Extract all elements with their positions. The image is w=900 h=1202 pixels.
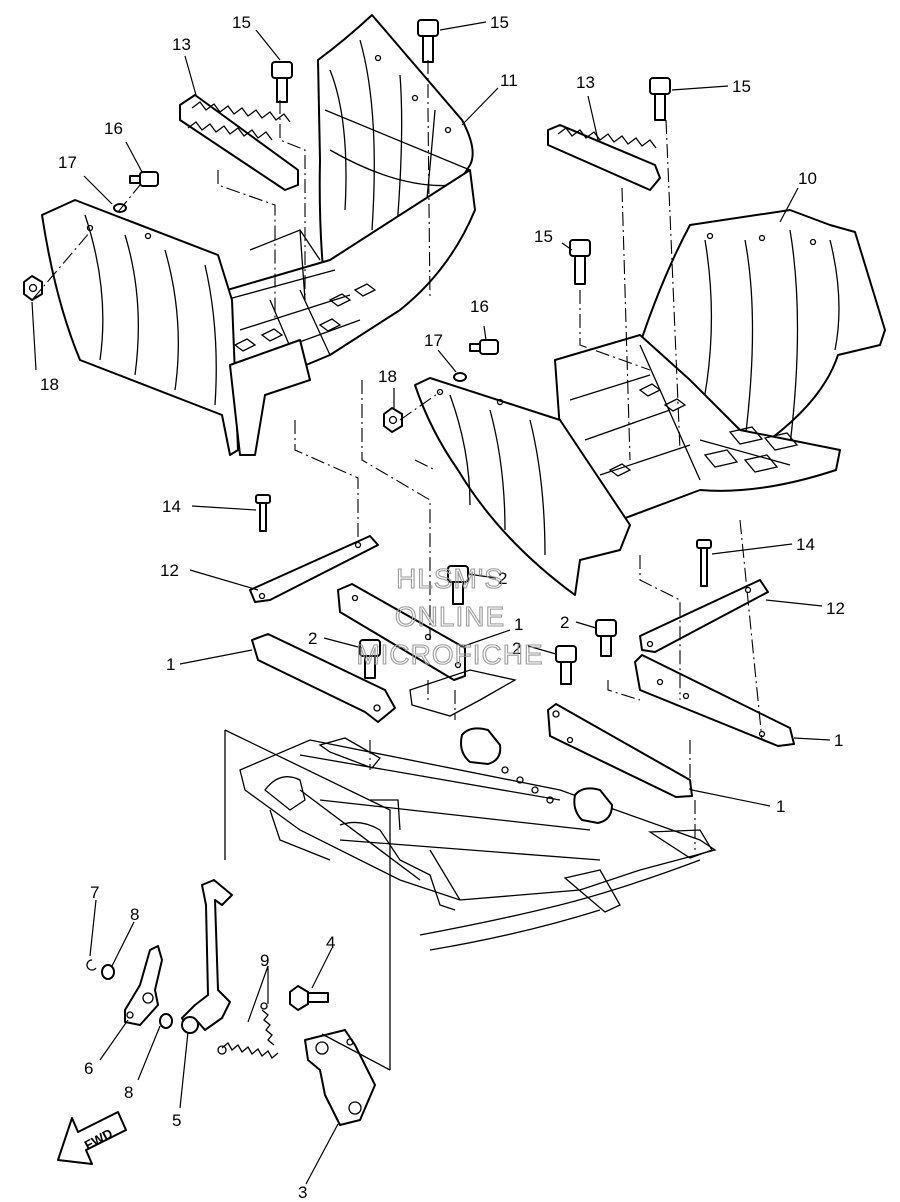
nut-18-a <box>23 275 43 301</box>
callout-16: 16 <box>470 297 489 316</box>
callout-8: 8 <box>124 1083 133 1102</box>
callout-6: 6 <box>84 1059 93 1078</box>
step-bar-left <box>179 94 299 191</box>
callout-2: 2 <box>560 613 569 632</box>
bracket-1-right-lower <box>547 703 693 798</box>
callout-2: 2 <box>498 569 507 588</box>
callout-7: 7 <box>90 883 99 902</box>
bolt-15-d <box>569 239 591 285</box>
callout-16: 16 <box>104 119 123 138</box>
callout-15: 15 <box>232 13 251 32</box>
cam-lever-3 <box>304 1029 376 1126</box>
step-bar-right <box>547 124 661 191</box>
bolt-2-c <box>555 645 577 685</box>
bolt-4 <box>289 985 329 1011</box>
bracket-6 <box>124 945 163 1026</box>
left-footrest-mudguard <box>41 14 476 456</box>
washer-17-b <box>453 372 467 382</box>
right-footrest-mudguard <box>414 209 886 596</box>
callout-2: 2 <box>308 629 317 648</box>
bolt-15-c <box>649 77 671 121</box>
rivet-14-b <box>696 539 712 587</box>
callout-1: 1 <box>776 797 785 816</box>
callout-3: 3 <box>298 1183 307 1202</box>
screw-16-b <box>469 339 499 355</box>
callout-15: 15 <box>732 77 751 96</box>
brake-pedal-5 <box>181 879 233 1034</box>
callout-12: 12 <box>826 599 845 618</box>
washer-8-b <box>159 1013 173 1029</box>
leader-lines <box>31 21 831 1185</box>
clip-7 <box>86 959 97 971</box>
callout-1: 1 <box>514 615 523 634</box>
spring-9-b <box>260 1002 275 1046</box>
bracket-1-right-upper <box>634 654 795 747</box>
watermark: HLSM'S ONLINE MICROFICHE <box>356 562 543 670</box>
callout-15: 15 <box>534 227 553 246</box>
bolt-15-a <box>271 61 293 103</box>
callout-14: 14 <box>162 497 181 516</box>
watermark-line-1: HLSM'S <box>396 563 504 594</box>
watermark-line-3: MICROFICHE <box>356 639 543 670</box>
callout-labels: 15 15 15 15 13 13 11 10 16 16 17 17 18 1… <box>40 13 845 1202</box>
bolt-2-d <box>595 619 617 657</box>
stay-12-right <box>639 579 769 653</box>
callout-17: 17 <box>58 153 77 172</box>
bolt-2-a <box>447 565 469 605</box>
callout-1: 1 <box>834 731 843 750</box>
assembly-chain-lines <box>31 60 763 850</box>
bracket-1-lower-left <box>251 633 396 723</box>
bracket-1-upper-left <box>337 583 466 681</box>
screw-16-a <box>129 171 159 187</box>
callout-9: 9 <box>260 951 269 970</box>
callout-14: 14 <box>796 535 815 554</box>
frame <box>239 669 717 951</box>
callout-10: 10 <box>798 169 817 188</box>
spring-9-a <box>217 1042 279 1059</box>
watermark-line-2: ONLINE <box>395 601 505 632</box>
callout-2: 2 <box>512 639 521 658</box>
callout-4: 4 <box>326 933 335 952</box>
washer-8-a <box>101 964 115 980</box>
callout-17: 17 <box>424 331 443 350</box>
nut-18-b <box>383 407 403 433</box>
callout-13: 13 <box>172 35 191 54</box>
bolt-15-b <box>417 19 439 63</box>
callout-8: 8 <box>130 905 139 924</box>
callout-1: 1 <box>166 655 175 674</box>
callout-18: 18 <box>378 367 397 386</box>
callout-15: 15 <box>490 13 509 32</box>
callout-18: 18 <box>40 375 59 394</box>
callout-13: 13 <box>576 73 595 92</box>
callout-12: 12 <box>160 561 179 580</box>
fwd-direction-arrow: FWD <box>57 1111 127 1165</box>
rivet-14-a <box>255 494 271 532</box>
callout-5: 5 <box>172 1111 181 1130</box>
callout-11: 11 <box>500 71 518 90</box>
